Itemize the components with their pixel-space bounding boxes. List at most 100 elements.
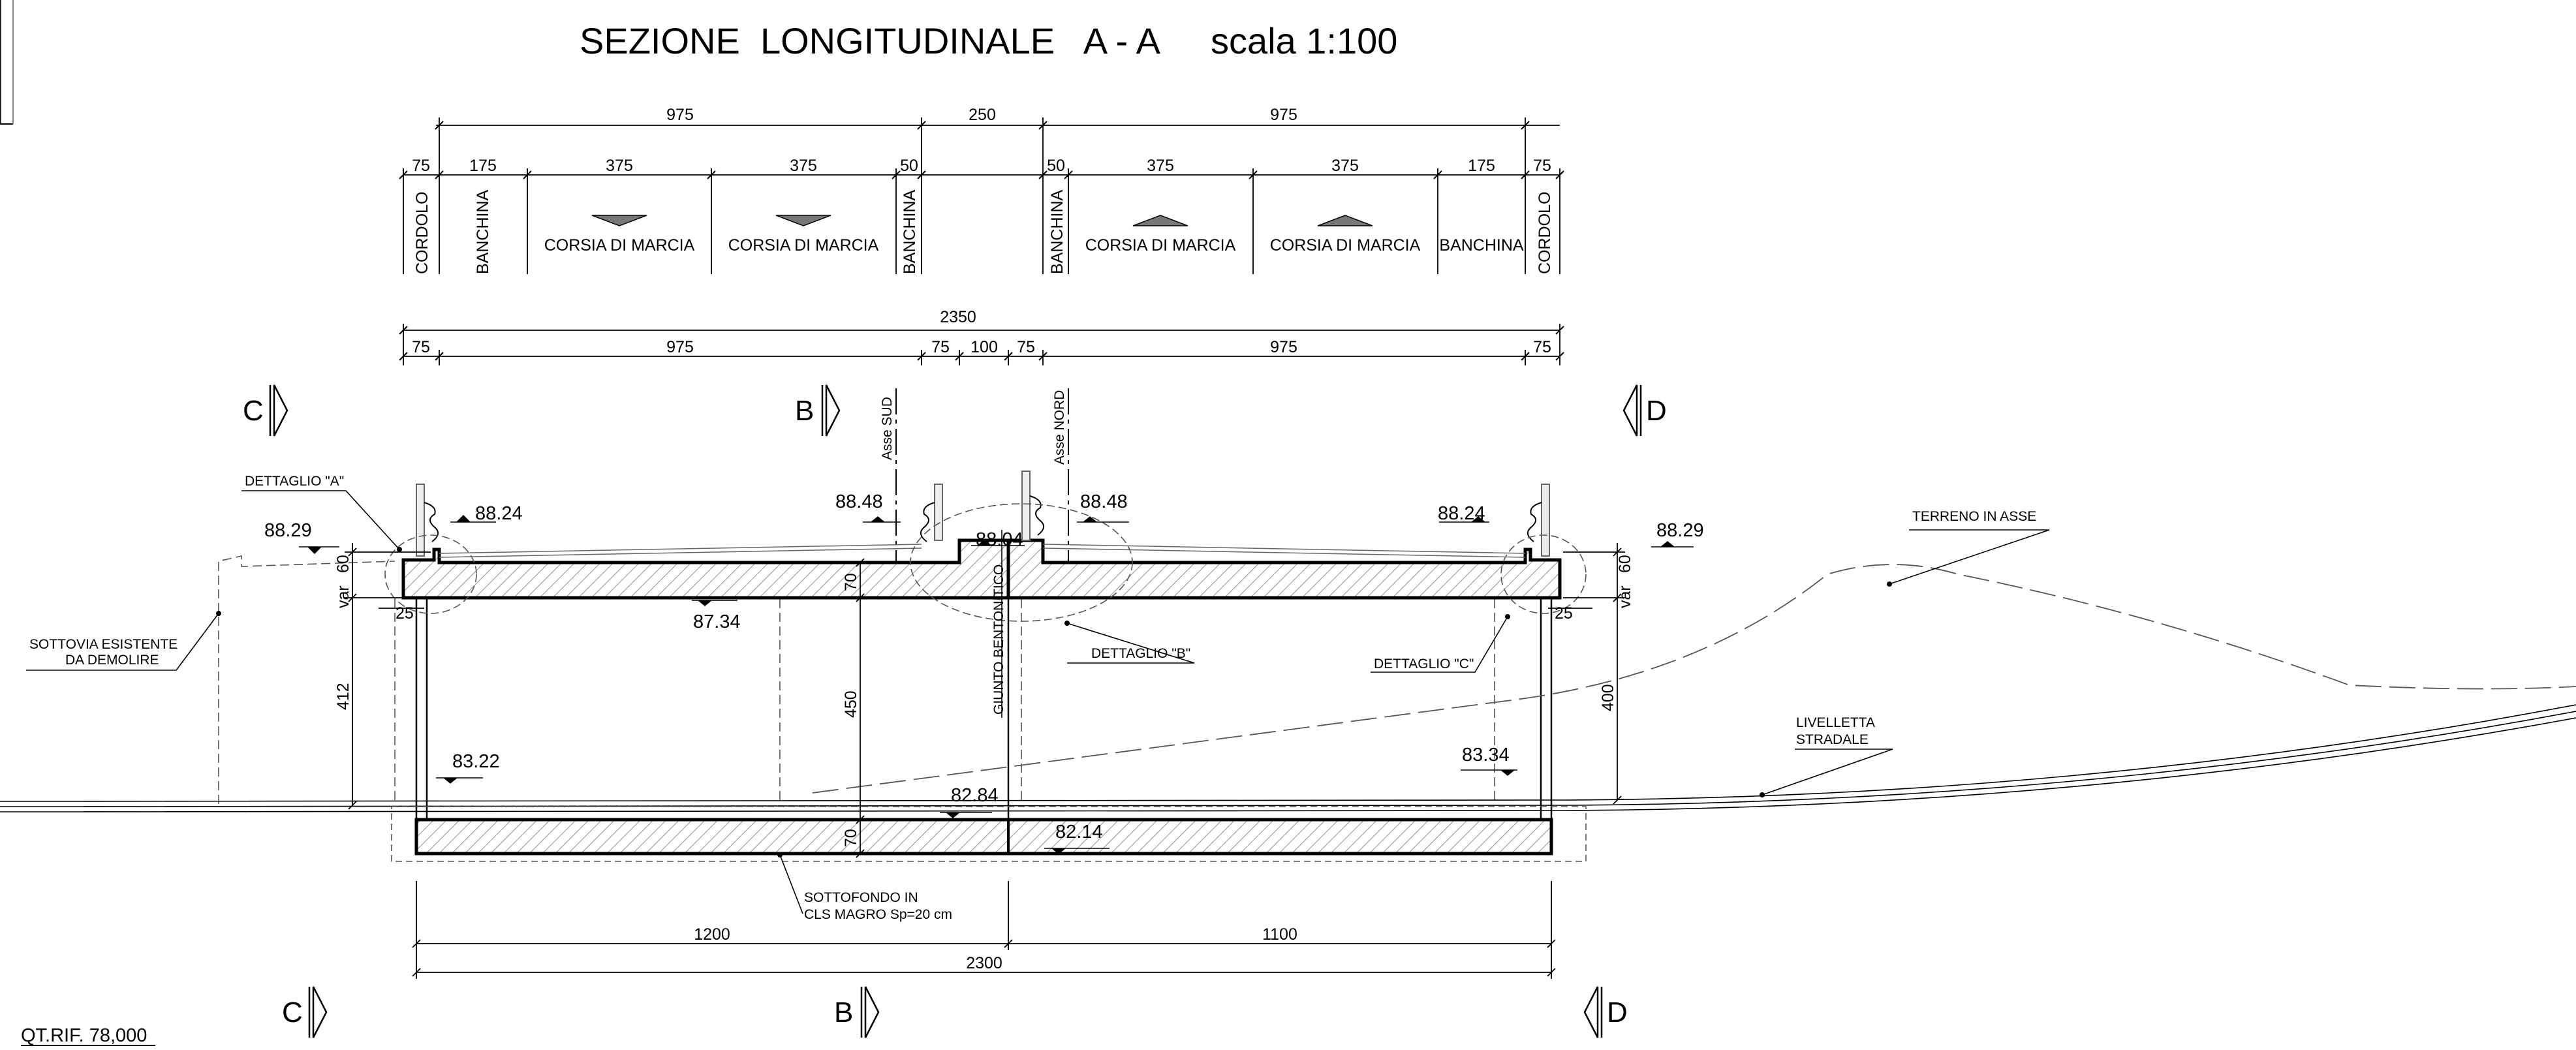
dim-part: 75 <box>1017 338 1035 356</box>
label-banchina-right: BANCHINA <box>1439 236 1524 255</box>
dim-part: 50 <box>900 157 918 175</box>
dim-part: 375 <box>1147 157 1174 175</box>
dim-half-left: 975 <box>666 106 694 124</box>
terrain-profile <box>812 564 2576 794</box>
dim-var-left: var <box>334 585 352 608</box>
section-arrow-icon <box>1583 986 1603 1038</box>
sheet-frame <box>0 0 14 125</box>
label-banchina: BANCHINA <box>901 189 919 274</box>
dim-bottom-left: 1200 <box>694 925 730 944</box>
top-dimension-ticks <box>399 121 1564 179</box>
section-markers-top: C B D <box>243 384 1667 437</box>
dim-bottom-total: 2300 <box>966 954 1002 972</box>
guardrail-icon <box>920 484 943 542</box>
elev-deck-underside: 87.34 <box>693 611 741 632</box>
direction-arrow-up-icon <box>1132 215 1188 226</box>
abutment-walls <box>415 598 1553 820</box>
label-banchina-left: BANCHINA <box>474 189 492 274</box>
axis-nord-label: Asse NORD <box>1052 390 1067 465</box>
dim-part: 75 <box>1533 157 1551 175</box>
elev-center-right: 88.48 <box>1080 491 1128 512</box>
note-terreno: TERRENO IN ASSE <box>1912 509 2036 524</box>
dim-25-right: 25 <box>1555 604 1573 623</box>
label-corsia: CORSIA DI MARCIA <box>728 236 879 255</box>
section-mark-d: D <box>1607 996 1628 1028</box>
annotation-dots <box>216 547 1892 857</box>
drawing-scale: scala 1:100 <box>1211 20 1397 61</box>
dim-part: 75 <box>931 338 950 356</box>
elev-center-joint: 88.04 <box>976 529 1023 550</box>
elev-left-deck: 88.24 <box>475 503 523 524</box>
overall-dimension-chain <box>403 324 1560 365</box>
dim-part: 50 <box>1047 157 1065 175</box>
section-mark-c: C <box>243 395 264 427</box>
elev-right-deck: 88.24 <box>1438 503 1485 524</box>
overall-dimension-ticks <box>399 326 1564 361</box>
elev-left-road: 83.22 <box>452 751 500 772</box>
annotation-notes: DETTAGLIO "A" SOTTOVIA ESISTENTE DA DEMO… <box>29 474 2036 922</box>
section-markers-bottom: C B D <box>282 986 1628 1038</box>
overall-dimension-labels: 2350 75 975 75 100 75 975 75 <box>412 308 1551 356</box>
note-livelletta-line-1: LIVELLETTA <box>1796 715 1875 730</box>
section-mark-b: B <box>834 996 853 1028</box>
section-mark-d: D <box>1646 395 1667 427</box>
note-giunto: GIUNTO BENTONITICO <box>991 564 1006 715</box>
section-arrow-icon <box>308 986 328 1038</box>
section-arrow-icon <box>860 986 880 1038</box>
label-cordolo-right: CORDOLO <box>1536 192 1554 274</box>
note-dettaglio-a: DETTAGLIO "A" <box>245 474 344 489</box>
reference-level: QT.RIF. 78,000 <box>21 1025 147 1046</box>
dim-70-foundation: 70 <box>842 829 860 847</box>
axis-sud-label: Asse SUD <box>880 397 895 460</box>
annotation-leaders <box>26 490 2050 914</box>
dim-median: 250 <box>969 106 996 124</box>
dim-part: 175 <box>1468 157 1495 175</box>
road-axes: Asse SUD Asse NORD <box>880 388 1069 561</box>
drawing-title: SEZIONE LONGITUDINALE A - A <box>580 20 1161 61</box>
section-arrow-icon <box>269 384 288 437</box>
deck-slab <box>401 538 1562 600</box>
dim-half-right: 975 <box>1270 106 1297 124</box>
section-mark-c: C <box>282 996 303 1028</box>
section-mark-b: B <box>795 395 814 427</box>
dim-450: 450 <box>842 690 860 718</box>
dim-part: 100 <box>970 338 998 356</box>
guardrail-icon <box>1527 484 1550 557</box>
dim-part: 75 <box>412 338 430 356</box>
guardrails <box>416 471 1550 557</box>
dim-412: 412 <box>334 683 352 710</box>
dim-60-right: 60 <box>1616 555 1634 573</box>
direction-arrow-down-icon <box>775 215 831 226</box>
lane-direction-arrows <box>591 215 1373 226</box>
label-corsia: CORSIA DI MARCIA <box>1085 236 1236 255</box>
detail-b-circle <box>910 503 1133 622</box>
foundation-slab <box>391 806 1587 862</box>
dim-var-right: var <box>1616 585 1634 608</box>
vertical-dimension-labels: var 60 25 412 70 450 70 var 60 25 400 <box>334 555 1634 847</box>
detail-callouts <box>384 503 1587 622</box>
label-cordolo-left: CORDOLO <box>413 192 431 274</box>
lane-labels: CORDOLO BANCHINA CORSIA DI MARCIA CORSIA… <box>413 189 1554 274</box>
elevation-labels: 88.29 88.24 88.48 88.04 88.48 88.24 88.2… <box>264 491 1704 842</box>
note-dettaglio-c: DETTAGLIO "C" <box>1374 656 1474 672</box>
dim-part: 375 <box>1331 157 1359 175</box>
bottom-dimension-labels: 1200 1100 2300 <box>694 925 1297 972</box>
detail-a-circle <box>384 534 477 614</box>
dim-part: 175 <box>469 157 497 175</box>
direction-arrow-down-icon <box>591 215 647 226</box>
dim-part: 75 <box>1533 338 1551 356</box>
note-livelletta-line-2: STRADALE <box>1796 732 1869 747</box>
section-arrow-icon <box>1622 384 1642 437</box>
dim-70-deck: 70 <box>842 573 860 591</box>
note-sottovia-line-1: SOTTOVIA ESISTENTE <box>29 637 178 652</box>
note-dettaglio-b: DETTAGLIO "B" <box>1091 646 1190 661</box>
elev-foundation: 82.14 <box>1055 822 1103 842</box>
elev-right-edge: 88.29 <box>1656 520 1704 541</box>
label-corsia: CORSIA DI MARCIA <box>1270 236 1421 255</box>
section-arrow-icon <box>821 384 841 437</box>
note-sottovia-line-2: DA DEMOLIRE <box>65 653 159 668</box>
vertical-dimensions <box>345 543 1625 858</box>
top-dimension-chain <box>403 117 1560 274</box>
dim-part: 975 <box>1270 338 1297 356</box>
